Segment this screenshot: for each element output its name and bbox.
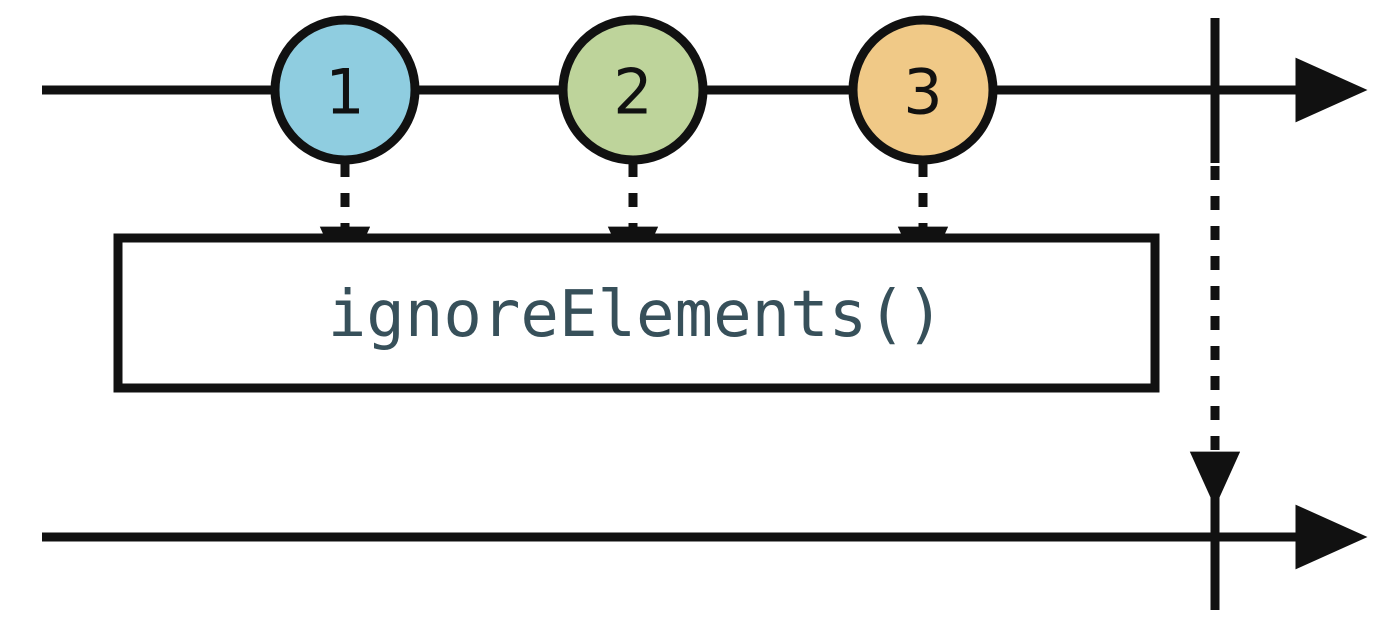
operator-name-label: ignoreElements() <box>328 278 945 352</box>
marble-1[interactable]: 1 <box>270 15 420 165</box>
mapping-arrows-group <box>319 163 949 283</box>
operator-box[interactable]: ignoreElements() <box>113 233 1160 393</box>
marble-3-label: 3 <box>903 56 942 129</box>
marble-3-circle[interactable] <box>848 15 998 165</box>
marble-1-circle[interactable] <box>270 15 420 165</box>
operator-box-rect[interactable] <box>113 233 1160 393</box>
marble-2-label: 2 <box>613 56 652 129</box>
marble-2[interactable]: 2 <box>558 15 708 165</box>
marble-2-circle[interactable] <box>558 15 708 165</box>
marble-1-label: 1 <box>325 56 364 129</box>
output-timeline-group <box>42 465 1368 610</box>
marble-3[interactable]: 3 <box>848 15 998 165</box>
